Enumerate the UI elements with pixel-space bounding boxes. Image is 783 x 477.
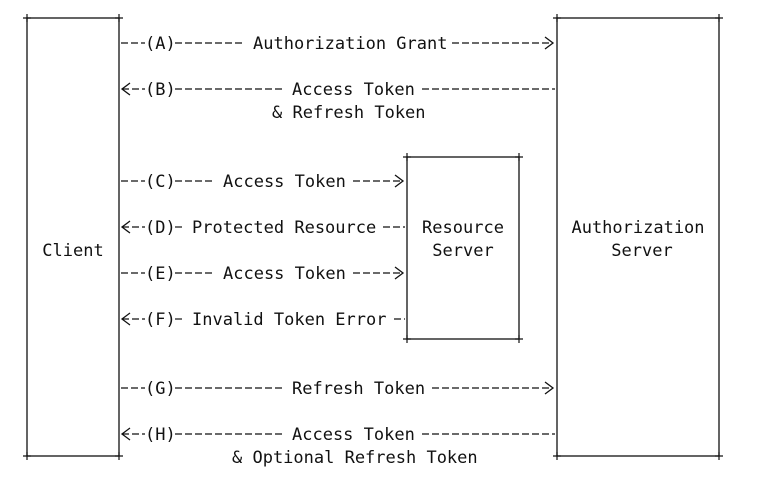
flow-e: (E) Access Token	[121, 264, 405, 284]
resource-server-label-line2: Server	[432, 241, 493, 261]
flow-a: (A) Authorization Grant	[121, 34, 555, 54]
flow-e-label: Access Token	[223, 264, 346, 284]
client-node: Client	[26, 17, 120, 457]
corner-mark	[115, 14, 123, 22]
flow-e-arrowhead	[394, 266, 405, 280]
resource-server-label-line1: Resource	[422, 218, 504, 238]
corner-mark	[715, 452, 723, 460]
corner-mark	[515, 153, 523, 161]
corner-mark	[403, 335, 411, 343]
flow-c: (C) Access Token	[121, 172, 405, 192]
authorization-server-label-line1: Authorization	[571, 218, 704, 238]
flow-b-label: Access Token	[292, 80, 415, 100]
flow-h: (H) Access Token & Optional Refresh Toke…	[120, 425, 555, 468]
flow-a-arrowhead	[544, 36, 555, 50]
flow-b-letter: (B)	[145, 80, 176, 100]
flow-f-label: Invalid Token Error	[192, 310, 386, 330]
flow-a-letter: (A)	[145, 34, 176, 54]
flow-c-label: Access Token	[223, 172, 346, 192]
corner-mark	[403, 153, 411, 161]
corner-mark	[515, 335, 523, 343]
flow-g: (G) Refresh Token	[121, 379, 555, 399]
flow-h-letter: (H)	[145, 425, 176, 445]
flow-g-arrowhead	[544, 381, 555, 395]
corner-mark	[23, 14, 31, 22]
authorization-server-label-line2: Server	[611, 241, 672, 261]
corner-mark	[115, 452, 123, 460]
flow-f-letter: (F)	[145, 310, 176, 330]
corner-mark	[715, 14, 723, 22]
flow-g-letter: (G)	[145, 379, 176, 399]
flow-e-letter: (E)	[145, 264, 176, 284]
resource-server-box	[406, 156, 520, 340]
client-label: Client	[42, 241, 103, 261]
flow-d: (D) Protected Resource	[120, 218, 405, 238]
flow-f: (F) Invalid Token Error	[120, 310, 405, 330]
corner-mark	[23, 452, 31, 460]
flow-c-arrowhead	[394, 174, 405, 188]
resource-server-node: Resource Server	[406, 156, 520, 340]
corner-mark	[553, 14, 561, 22]
flow-h-label: Access Token	[292, 425, 415, 445]
flow-b: (B) Access Token & Refresh Token	[120, 80, 555, 123]
flow-c-letter: (C)	[145, 172, 176, 192]
flow-a-label: Authorization Grant	[253, 34, 447, 54]
flow-b-label-line2: & Refresh Token	[272, 103, 426, 123]
flow-d-letter: (D)	[145, 218, 176, 238]
flow-d-label: Protected Resource	[192, 218, 376, 238]
authorization-server-node: Authorization Server	[556, 17, 720, 457]
flow-g-label: Refresh Token	[292, 379, 425, 399]
client-box	[26, 17, 120, 457]
corner-marks	[23, 14, 723, 460]
authorization-server-box	[556, 17, 720, 457]
flow-h-label-line2: & Optional Refresh Token	[232, 448, 478, 468]
corner-mark	[553, 452, 561, 460]
